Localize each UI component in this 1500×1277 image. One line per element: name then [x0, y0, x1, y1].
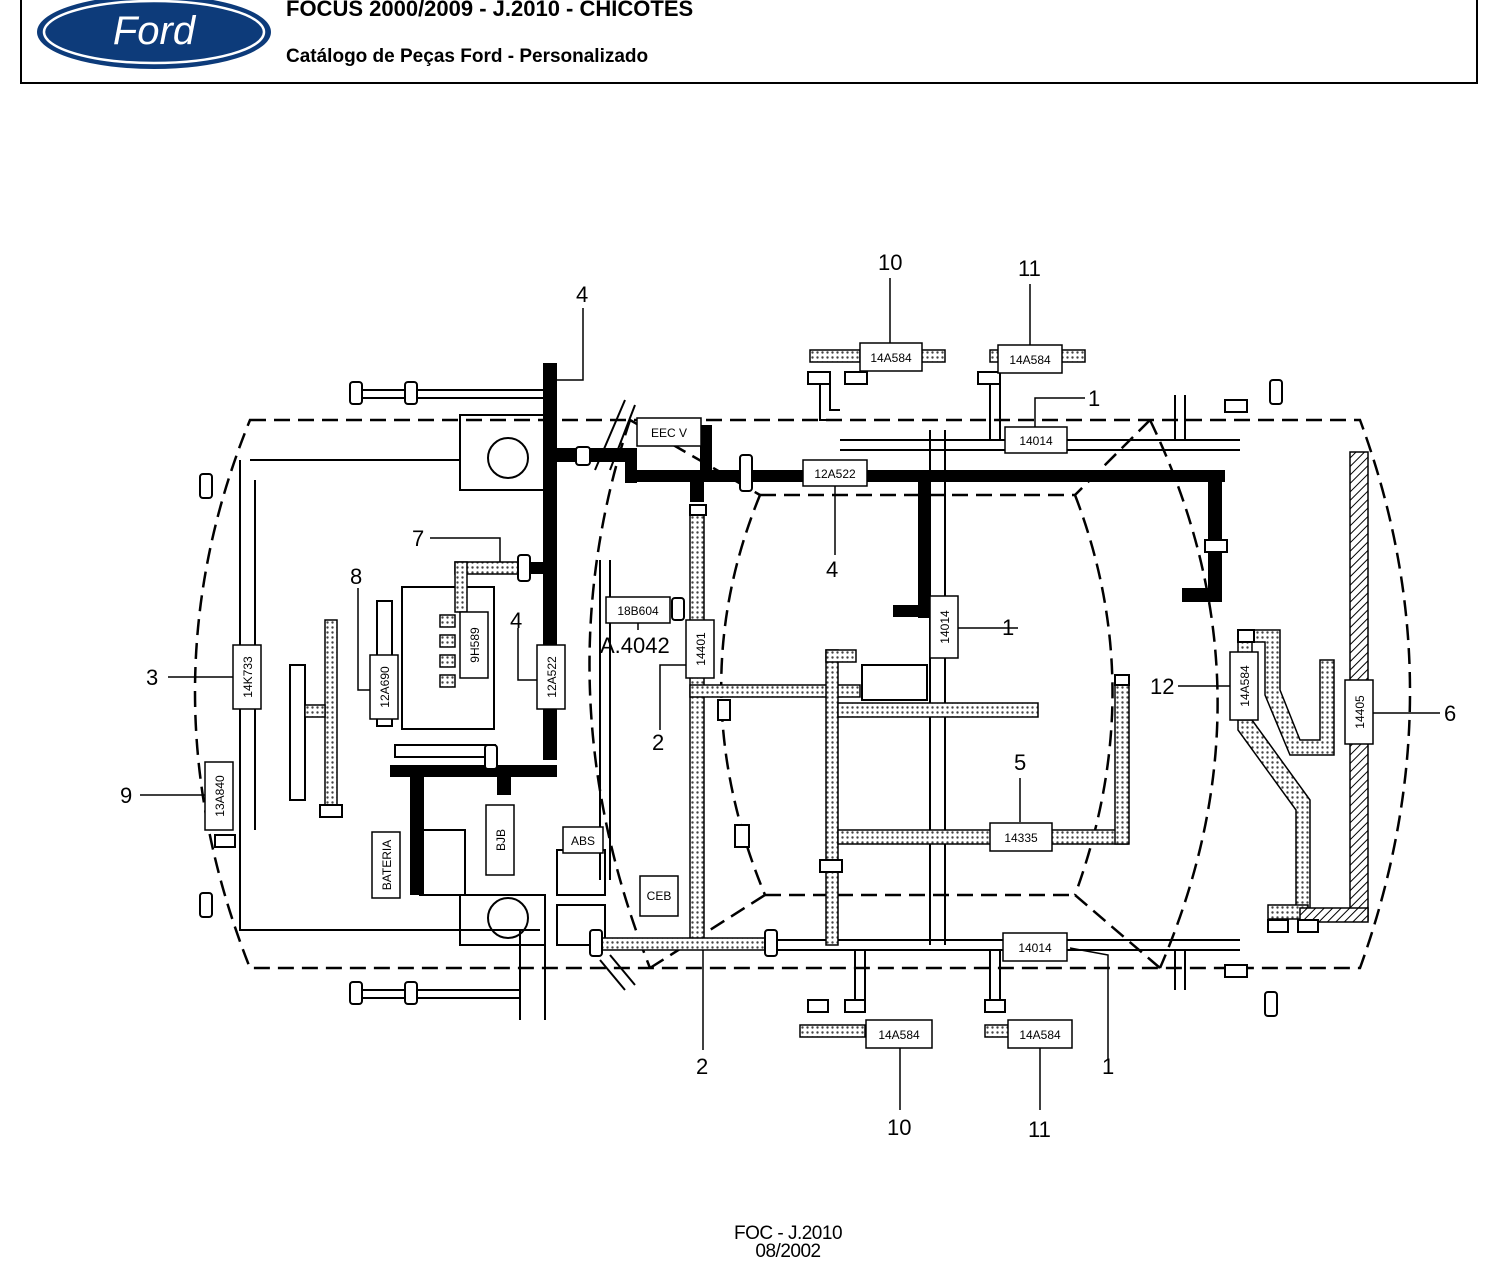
callout-1-mid: 1	[1002, 615, 1014, 640]
svg-text:12A522: 12A522	[814, 467, 856, 481]
callout-3: 3	[146, 665, 158, 690]
part-14A584-bottom-2: 14A584	[1007, 1019, 1073, 1049]
svg-text:14014: 14014	[1018, 941, 1052, 955]
callout-numbers: 10 11 1 4 7 8 4 4 3 9 1 2 12 6 5 2 1 10 …	[120, 250, 1456, 1142]
page-subtitle: Catálogo de Peças Ford - Personalizado	[286, 46, 649, 67]
part-ceb: CEB	[639, 875, 679, 917]
ref-a4042: A.4042	[600, 633, 670, 658]
part-14405: 14405	[1344, 679, 1374, 745]
callout-11-top: 11	[1018, 256, 1041, 281]
car-body-outline	[193, 418, 1412, 970]
svg-text:14A584: 14A584	[1009, 353, 1051, 367]
part-14014-bottom: 14014	[1002, 932, 1068, 962]
callout-12: 12	[1150, 674, 1174, 699]
svg-text:18B604: 18B604	[617, 604, 659, 618]
svg-text:14A584: 14A584	[870, 351, 912, 365]
callout-9: 9	[120, 783, 132, 808]
svg-text:14A584: 14A584	[878, 1028, 920, 1042]
svg-text:14014: 14014	[1019, 434, 1053, 448]
part-9H589: 9H589	[459, 611, 489, 679]
svg-text:14K733: 14K733	[241, 656, 255, 698]
svg-text:14401: 14401	[694, 632, 708, 666]
part-14A584-top-2: 14A584	[997, 344, 1063, 374]
footer-code: FOC - J.2010	[733, 1223, 843, 1244]
callout-4-left: 4	[510, 608, 522, 633]
ford-logo-icon: Ford	[36, 0, 272, 70]
svg-text:12A690: 12A690	[378, 666, 392, 708]
svg-text:BJB: BJB	[494, 829, 508, 851]
part-14335: 14335	[989, 822, 1053, 852]
svg-text:ABS: ABS	[571, 834, 595, 848]
part-14K733: 14K733	[232, 644, 262, 710]
connectors	[199, 371, 1319, 1017]
part-bjb: BJB	[485, 804, 515, 876]
part-12A690: 12A690	[369, 654, 399, 720]
callout-10-bottom: 10	[887, 1115, 911, 1140]
part-14A584-bottom-1: 14A584	[865, 1019, 933, 1049]
callout-5: 5	[1014, 750, 1026, 775]
svg-text:14A584: 14A584	[1238, 665, 1252, 707]
part-bateria: BATERIA	[371, 831, 401, 899]
svg-text:12A522: 12A522	[545, 656, 559, 698]
part-14401: 14401	[685, 619, 715, 679]
part-12A522-left: 12A522	[536, 644, 566, 710]
svg-text:BATERIA: BATERIA	[380, 840, 394, 890]
callout-2-bottom: 2	[696, 1054, 708, 1079]
logo-text: Ford	[113, 9, 197, 53]
part-eec-v: EEC V	[636, 417, 702, 447]
part-14014-mid: 14014	[929, 595, 959, 659]
svg-text:EEC V: EEC V	[651, 426, 687, 440]
svg-text:CEB: CEB	[647, 889, 672, 903]
footer-date: 08/2002	[755, 1241, 821, 1262]
part-14014-top: 14014	[1004, 426, 1068, 454]
callout-11-bottom: 11	[1028, 1117, 1051, 1142]
callout-6: 6	[1444, 701, 1456, 726]
callout-1-bottom: 1	[1102, 1054, 1114, 1079]
svg-text:14A584: 14A584	[1019, 1028, 1061, 1042]
callout-7: 7	[412, 526, 424, 551]
callout-2-mid: 2	[652, 730, 664, 755]
svg-text:14014: 14014	[938, 610, 952, 644]
svg-text:14335: 14335	[1004, 831, 1038, 845]
callout-10-top: 10	[878, 250, 902, 275]
svg-text:14405: 14405	[1353, 695, 1367, 729]
callout-4-center: 4	[826, 557, 838, 582]
svg-text:13A840: 13A840	[213, 775, 227, 817]
part-13A840: 13A840	[204, 761, 234, 831]
header-bar: Ford FOCUS 2000/2009 - J.2010 - CHICOTES…	[20, 0, 1478, 84]
part-12A522-top: 12A522	[802, 459, 868, 487]
callout-4-top: 4	[576, 282, 588, 307]
page-title: FOCUS 2000/2009 - J.2010 - CHICOTES	[286, 0, 694, 21]
svg-text:9H589: 9H589	[468, 627, 482, 663]
leader-lines	[140, 278, 1440, 1110]
part-18B604: 18B604	[605, 596, 671, 624]
part-abs: ABS	[562, 826, 604, 854]
callout-1-top: 1	[1088, 386, 1100, 411]
part-14A584-right: 14A584	[1229, 651, 1259, 721]
part-labels: 14A584 14A584 14014 EEC V 12A522 18B604 …	[204, 342, 1374, 1049]
part-14A584-top-1: 14A584	[859, 342, 923, 372]
callout-8: 8	[350, 564, 362, 589]
